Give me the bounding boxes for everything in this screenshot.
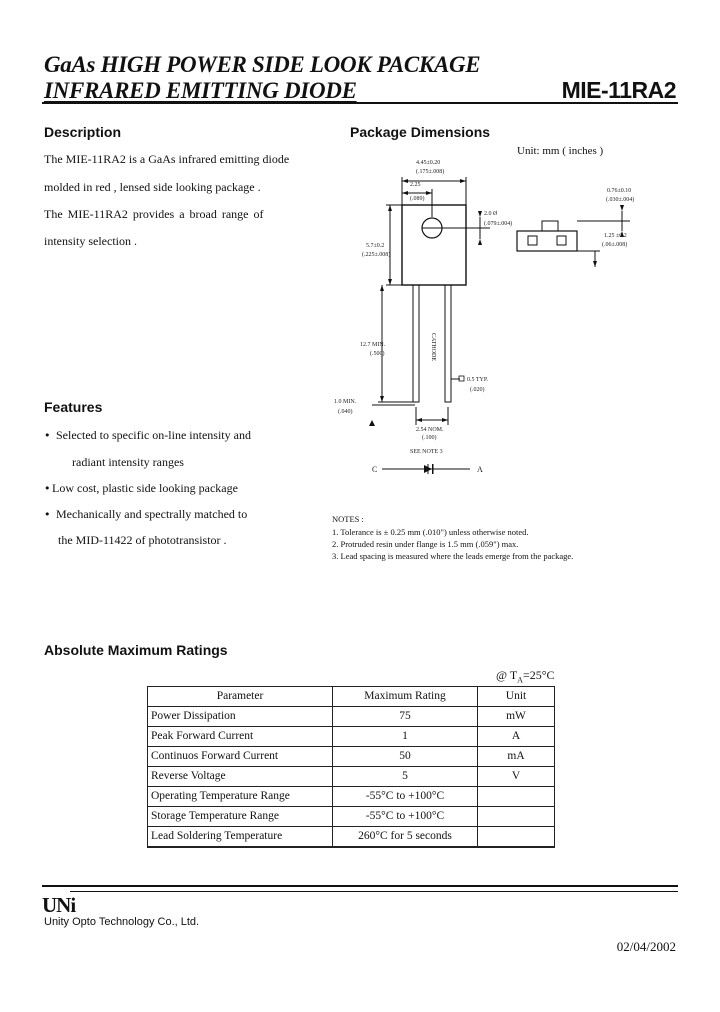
side-view-lead-left bbox=[527, 235, 538, 246]
parameter-cell: Lead Soldering Temperature bbox=[147, 826, 333, 848]
symbol-c: C bbox=[372, 465, 377, 474]
rating-cell: -55°C to +100°C bbox=[332, 806, 478, 827]
dim-body-height-in: (.225±.008) bbox=[362, 251, 390, 258]
description-line: intensity selection . bbox=[44, 234, 137, 248]
parameter-cell: Peak Forward Current bbox=[147, 726, 333, 747]
unit-cell bbox=[477, 806, 555, 827]
test-condition: @ TA=25°C bbox=[496, 668, 555, 685]
description-line: The MIE-11RA2 provides a broad range of bbox=[44, 207, 264, 221]
parameter-cell: Operating Temperature Range bbox=[147, 786, 333, 807]
feature-item: Mechanically and spectrally matched to bbox=[56, 507, 248, 521]
dim-body-height: 5.7±0.2 bbox=[366, 243, 384, 249]
rating-cell: 1 bbox=[332, 726, 478, 747]
dim-side-thick: 1.25 ±0.2 bbox=[604, 233, 627, 239]
dim-width-overall: 4.45±0.20 bbox=[416, 160, 440, 166]
see-note: SEE NOTE 3 bbox=[410, 449, 443, 455]
document-date: 02/04/2002 bbox=[616, 939, 676, 954]
table-row: Peak Forward Current 1 A bbox=[147, 726, 555, 747]
side-view-lead-right bbox=[556, 235, 567, 246]
description-heading: Description bbox=[44, 124, 122, 140]
bullet-icon: • bbox=[44, 482, 51, 495]
symbol-a: A bbox=[477, 465, 483, 474]
rating-cell: 260°C for 5 seconds bbox=[332, 826, 478, 848]
unit-cell: mA bbox=[477, 746, 555, 767]
table-header-row: Parameter Maximum Rating Unit bbox=[147, 686, 555, 707]
company-name: Unity Opto Technology Co., Ltd. bbox=[44, 916, 200, 928]
unit-cell: V bbox=[477, 766, 555, 787]
dim-lens-dia: 2.0 Ø bbox=[484, 211, 498, 217]
rating-cell: 5 bbox=[332, 766, 478, 787]
table-row: Continuos Forward Current 50 mA bbox=[147, 746, 555, 767]
note-item: 2. Protruded resin under flange is 1.5 m… bbox=[332, 539, 519, 549]
rating-cell: 50 bbox=[332, 746, 478, 767]
table-row: Storage Temperature Range -55°C to +100°… bbox=[147, 806, 555, 827]
description-line: The MIE-11RA2 is a GaAs infrared emittin… bbox=[44, 152, 290, 166]
package-heading: Package Dimensions bbox=[350, 124, 491, 140]
dim-lead-length-in: (.500) bbox=[370, 350, 385, 357]
dim-min: 1.0 MIN. bbox=[334, 399, 357, 405]
unit-cell: A bbox=[477, 726, 555, 747]
notes-heading: NOTES : bbox=[332, 514, 364, 524]
dim-lead-length: 12.7 MIN. bbox=[360, 342, 386, 348]
ratings-table: Parameter Maximum Rating Unit Power Diss… bbox=[147, 686, 555, 848]
unit-cell: mW bbox=[477, 706, 555, 727]
dim-min-in: (.040) bbox=[338, 408, 353, 415]
feature-item: Low cost, plastic side looking package bbox=[52, 481, 238, 495]
dim-width-overall-in: (.175±.008) bbox=[416, 168, 444, 175]
dim-pitch: 2.54 NOM. bbox=[416, 427, 444, 433]
dim-lens-dia-in: (.079±.004) bbox=[484, 220, 512, 227]
dim-side-thick-in: (.06±.008) bbox=[602, 241, 627, 248]
feature-item-cont: radiant intensity ranges bbox=[72, 455, 184, 469]
footer-rule bbox=[42, 885, 678, 887]
svg-text:UNi: UNi bbox=[42, 893, 76, 915]
table-row: Operating Temperature Range -55°C to +10… bbox=[147, 786, 555, 807]
rating-cell: -55°C to +100°C bbox=[332, 786, 478, 807]
dim-side-top: 0.76±0.10 bbox=[607, 188, 631, 194]
unit-note: Unit: mm ( inches ) bbox=[517, 145, 604, 157]
note-item: 3. Lead spacing is measured where the le… bbox=[332, 551, 574, 561]
cathode-label: CATHODE bbox=[430, 333, 436, 361]
lead-cathode bbox=[412, 284, 420, 403]
package-drawing: 4.45±0.20 (.175±.008) 2.25 (.089) 2.0 Ø … bbox=[334, 160, 634, 474]
package-body bbox=[401, 204, 467, 286]
document-title-line2: INFRARED EMITTING DIODE bbox=[44, 78, 357, 103]
side-view-lens bbox=[541, 220, 559, 231]
feature-item: Selected to specific on-line intensity a… bbox=[56, 428, 251, 442]
column-header: Maximum Rating bbox=[332, 686, 478, 707]
ratings-heading: Absolute Maximum Ratings bbox=[44, 642, 228, 658]
header-rule bbox=[42, 102, 678, 104]
dim-lens-offset: 2.25 bbox=[410, 182, 421, 188]
feature-item-cont: the MID-11422 of phototransistor . bbox=[58, 533, 227, 547]
part-number: MIE-11RA2 bbox=[561, 77, 677, 103]
unit-cell bbox=[477, 826, 555, 848]
features-heading: Features bbox=[44, 399, 103, 415]
footer-rule-thin bbox=[70, 891, 678, 892]
column-header: Unit bbox=[477, 686, 555, 707]
rating-cell: 75 bbox=[332, 706, 478, 727]
parameter-cell: Reverse Voltage bbox=[147, 766, 333, 787]
lead-anode bbox=[444, 284, 452, 403]
side-view-body bbox=[516, 230, 578, 252]
bullet-icon: • bbox=[44, 429, 51, 442]
parameter-cell: Continuos Forward Current bbox=[147, 746, 333, 767]
dim-lead-sq-in: (.020) bbox=[470, 386, 485, 393]
description-line: molded in red , lensed side looking pack… bbox=[44, 180, 261, 194]
dim-lens-offset-in: (.089) bbox=[410, 195, 425, 202]
note-item: 1. Tolerance is ± 0.25 mm (.010") unless… bbox=[332, 527, 529, 537]
dim-side-top-in: (.030±.004) bbox=[606, 196, 634, 203]
document-title-line1: GaAs HIGH POWER SIDE LOOK PACKAGE bbox=[44, 52, 481, 77]
dim-lead-sq: 0.5 TYP. bbox=[467, 377, 489, 383]
parameter-cell: Storage Temperature Range bbox=[147, 806, 333, 827]
column-header: Parameter bbox=[147, 686, 333, 707]
company-logo: UNi bbox=[42, 893, 77, 915]
bullet-icon: • bbox=[44, 508, 51, 521]
table-row: Reverse Voltage 5 V bbox=[147, 766, 555, 787]
dim-pitch-in: (.100) bbox=[422, 434, 437, 441]
table-row: Lead Soldering Temperature 260°C for 5 s… bbox=[147, 826, 555, 848]
parameter-cell: Power Dissipation bbox=[147, 706, 333, 727]
table-row: Power Dissipation 75 mW bbox=[147, 706, 555, 727]
unit-cell bbox=[477, 786, 555, 807]
